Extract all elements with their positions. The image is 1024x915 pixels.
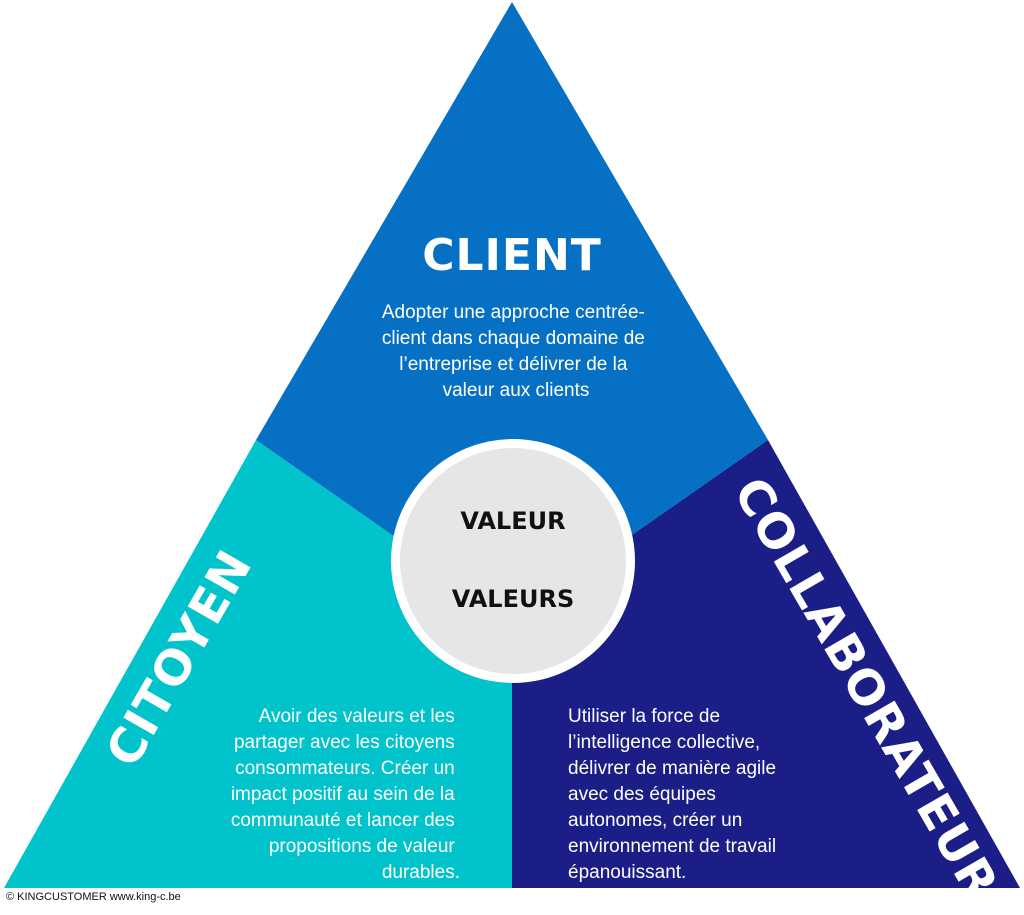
citoyen-description-line: durables. [382, 862, 460, 883]
citoyen-description-line: communauté et lancer des [231, 810, 455, 831]
collaborateur-description: Utiliser la force de l’intelligence coll… [568, 706, 781, 883]
client-description-line: valeur aux clients [443, 380, 590, 401]
client-title: CLIENT [422, 230, 602, 281]
client-section [256, 2, 768, 535]
copyright-footer: © KINGCUSTOMER www.king-c.be [6, 891, 181, 903]
client-description-line: Adopter une approche centrée- [382, 302, 645, 323]
center-label-valeur: VALEUR [460, 507, 565, 535]
citoyen-description-line: Avoir des valeurs et les [259, 706, 455, 727]
collaborateur-description-line: Utiliser la force de [568, 706, 720, 727]
client-description: Adopter une approche centrée- client dan… [382, 302, 650, 401]
citoyen-section [4, 440, 512, 888]
collaborateur-section [512, 440, 1020, 888]
citoyen-description-line: partager avec les citoyens [234, 732, 455, 753]
collaborateur-description-line: avec des équipes [568, 784, 716, 805]
collaborateur-description-line: environnement de travail [568, 836, 776, 857]
client-description-line: l’entreprise et délivrer de la [399, 354, 628, 375]
client-description-line: client dans chaque domaine de [382, 328, 645, 349]
collaborateur-description-line: l’intelligence collective, [568, 732, 760, 753]
citoyen-description: Avoir des valeurs et les partager avec l… [231, 706, 460, 883]
center-label-valeurs: VALEURS [452, 585, 574, 613]
citoyen-description-line: propositions de valeur [269, 836, 456, 857]
collaborateur-description-line: autonomes, créer un [568, 810, 742, 831]
collaborateur-description-line: délivrer de manière agile [568, 758, 776, 779]
citoyen-description-line: consommateurs. Créer un [235, 758, 455, 779]
collaborateur-description-line: épanouissant. [568, 862, 686, 883]
citoyen-description-line: impact positif au sein de la [231, 784, 455, 805]
center-circle [400, 448, 626, 674]
